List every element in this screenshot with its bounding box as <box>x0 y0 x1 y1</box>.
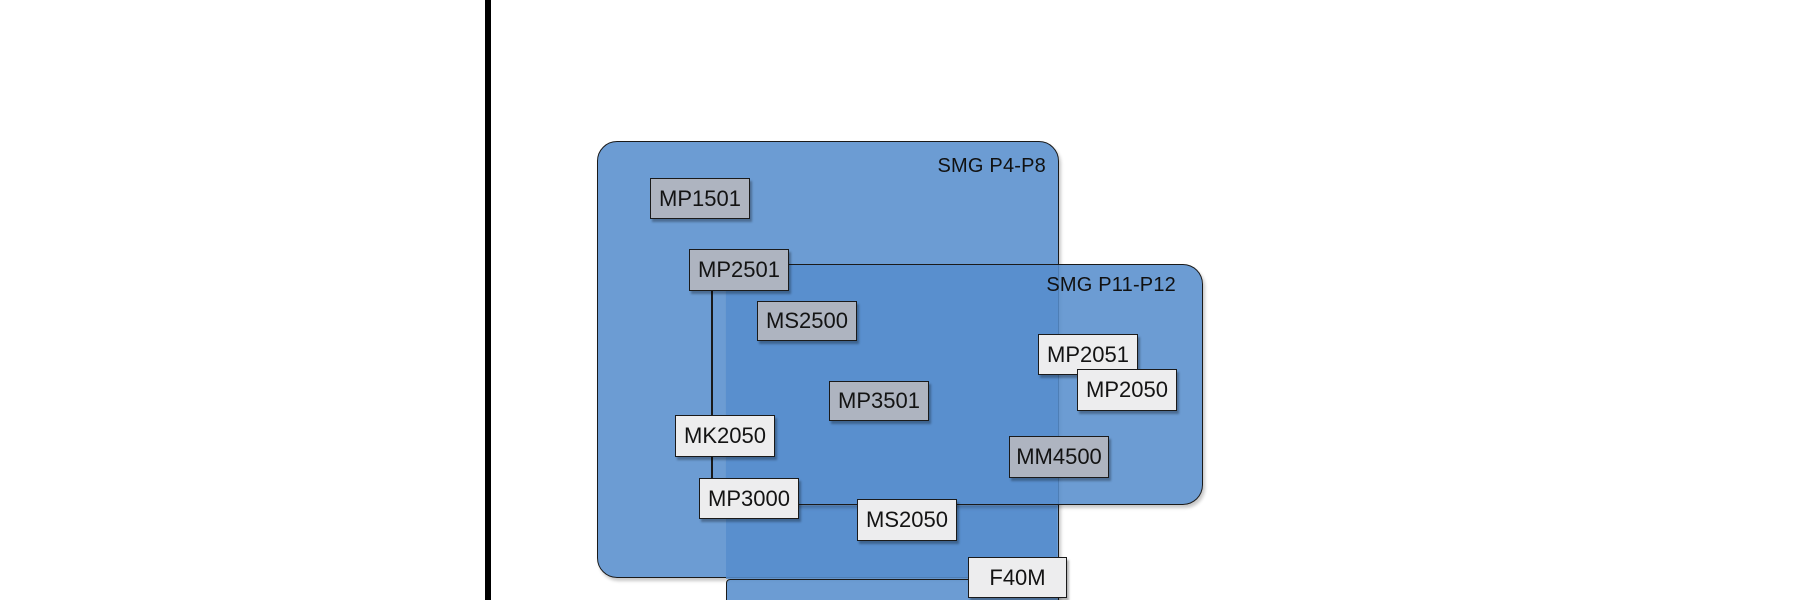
node-mp3000[interactable]: MP3000 <box>699 478 799 519</box>
node-label: MP2501 <box>698 257 780 282</box>
node-label: MM4500 <box>1016 444 1102 469</box>
node-label: MP2050 <box>1086 377 1168 402</box>
node-label: MP2051 <box>1047 341 1129 367</box>
node-label: MS2500 <box>766 308 848 333</box>
group-label-smg-p11-p12: SMG P11-P12 <box>1046 274 1176 296</box>
node-label: MP3501 <box>838 388 920 413</box>
node-f40m[interactable]: F40M <box>968 557 1067 598</box>
node-mp2501[interactable]: MP2501 <box>689 249 789 291</box>
node-label: F40M <box>989 564 1046 590</box>
vertical-divider-line <box>485 0 491 600</box>
node-mm4500[interactable]: MM4500 <box>1009 436 1109 478</box>
connector-mp2501-mp3000 <box>711 291 713 478</box>
node-mp1501[interactable]: MP1501 <box>650 178 750 219</box>
group-label-smg-p4-p8: SMG P4-P8 <box>937 155 1046 177</box>
node-label: MP3000 <box>708 485 790 511</box>
node-mp3501[interactable]: MP3501 <box>829 381 929 421</box>
node-label: MK2050 <box>684 423 766 448</box>
node-mk2050[interactable]: MK2050 <box>675 415 775 457</box>
node-label: MS2050 <box>866 507 948 532</box>
node-label: MP1501 <box>659 185 741 211</box>
node-ms2050[interactable]: MS2050 <box>857 499 957 541</box>
node-mp2050[interactable]: MP2050 <box>1077 369 1177 411</box>
node-ms2500[interactable]: MS2500 <box>757 301 857 341</box>
